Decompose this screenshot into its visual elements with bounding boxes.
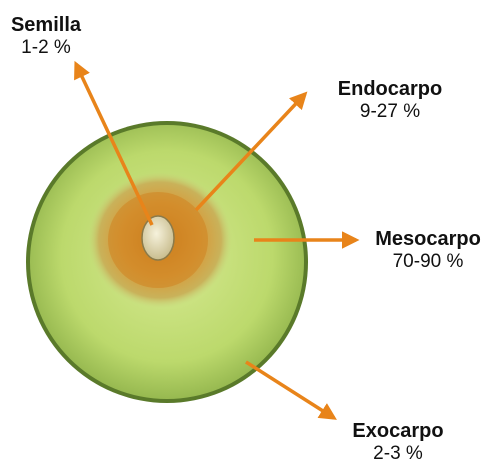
- mesocarpo-label: Mesocarpo 70-90 %: [360, 228, 496, 273]
- exocarpo-arrow: [246, 362, 334, 418]
- exocarpo-name: Exocarpo: [336, 420, 460, 443]
- endocarpo-name: Endocarpo: [322, 78, 458, 101]
- exocarpo-label: Exocarpo 2-3 %: [336, 420, 460, 465]
- mesocarpo-name: Mesocarpo: [360, 228, 496, 251]
- endocarpo-value: 9-27 %: [322, 101, 458, 123]
- seed: [142, 216, 174, 260]
- semilla-name: Semilla: [0, 14, 92, 37]
- semilla-label: Semilla 1-2 %: [0, 14, 92, 59]
- endocarpo-label: Endocarpo 9-27 %: [322, 78, 458, 123]
- semilla-value: 1-2 %: [0, 37, 92, 59]
- mesocarpo-value: 70-90 %: [360, 251, 496, 273]
- exocarpo-value: 2-3 %: [336, 443, 460, 465]
